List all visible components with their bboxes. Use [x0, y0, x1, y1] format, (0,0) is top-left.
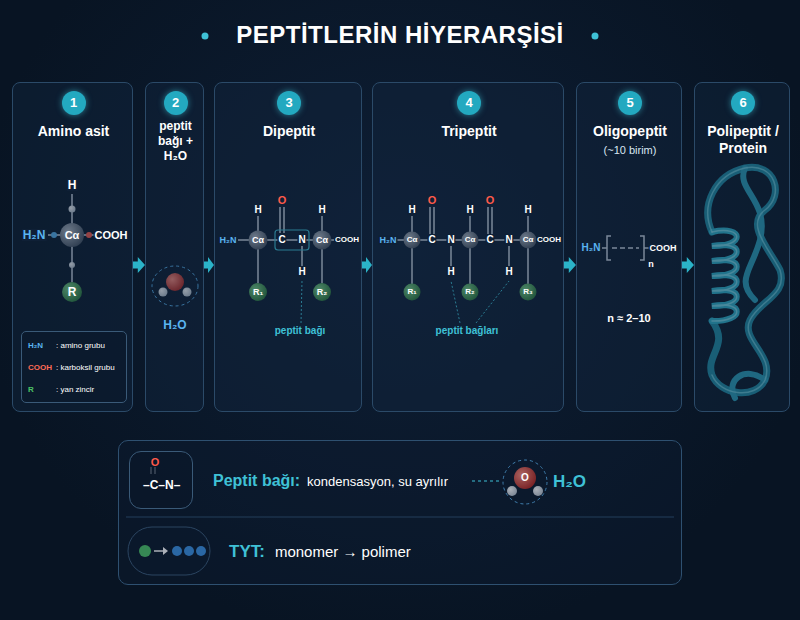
node-text: –C–N– — [143, 478, 180, 492]
chem-label: COOH — [334, 236, 360, 244]
chem-label: R₂ — [464, 288, 475, 296]
chem-label: R₃ — [522, 288, 533, 296]
chem-label: O — [277, 195, 288, 206]
chem-label: C — [485, 235, 494, 245]
node-text: R — [28, 385, 34, 395]
step-number: 2 — [164, 91, 188, 115]
chem-label: n — [647, 260, 655, 269]
chem-label: H₂N — [22, 229, 47, 241]
diagram-title: PEPTİTLERİN HİYERARŞİSİ — [0, 20, 800, 50]
chem-label: H — [465, 205, 474, 215]
bond-icon: O –C–N– — [129, 451, 193, 509]
chem-label: H — [523, 205, 532, 215]
chem-label: H — [253, 205, 262, 215]
node-text: O — [130, 456, 180, 468]
node-text: : yan zincir — [56, 385, 94, 395]
flow-arrow — [362, 257, 372, 273]
flow-arrow — [564, 257, 576, 273]
stage-panel: Tripeptit 4 — [372, 82, 564, 412]
chem-label: C — [277, 235, 286, 245]
node-text: Polipeptit / Protein — [698, 123, 788, 157]
chem-label: N — [297, 235, 306, 245]
chem-label: O — [520, 473, 530, 483]
node-text: 1 — [62, 91, 86, 115]
node-text: TYT: — [229, 542, 265, 562]
node-text: Dipeptit — [215, 123, 363, 140]
chem-label: peptit bağı — [274, 326, 327, 336]
flow-arrow — [133, 257, 145, 273]
chem-label: R₁ — [406, 288, 417, 296]
chem-label: O — [485, 195, 496, 206]
chem-label: Cα — [251, 236, 265, 245]
node-text: Peptit bağı: — [213, 472, 300, 490]
node-text: Amino asit — [13, 123, 134, 140]
key-box: H₂N : amino grubuCOOH : karboksil grubuR : … — [21, 331, 127, 403]
flow-arrow — [682, 257, 694, 273]
node-text: 2 — [164, 91, 188, 115]
chem-label: R₁ — [252, 288, 264, 297]
node-text: 5 — [618, 91, 642, 115]
chem-label: N — [446, 235, 455, 245]
chem-label: H — [446, 267, 455, 277]
chem-label: n ≈ 2–10 — [606, 313, 651, 324]
chem-label: Cα — [522, 236, 535, 244]
chem-label: C — [427, 235, 436, 245]
stage-panel: Amino asit1H₂N: amino grubuCOOH: karboks… — [12, 82, 133, 412]
node-text: (~10 birim) — [577, 144, 683, 157]
chem-label: R — [67, 286, 78, 298]
chem-label: H₂O — [162, 319, 187, 331]
node-text: : karboksil grubu — [56, 363, 115, 373]
chem-label: O — [427, 195, 438, 206]
chem-label: COOH — [536, 236, 562, 244]
step-number: 5 — [618, 91, 642, 115]
node-text: kondensasyon, su ayrılır — [307, 474, 448, 490]
node-text: Tripeptit — [373, 123, 565, 140]
chem-label: COOH — [94, 230, 129, 241]
node-text: peptit bağı + H₂O — [156, 119, 195, 164]
node-text: 6 — [731, 91, 755, 115]
step-number: 3 — [277, 91, 301, 115]
chem-label: H — [407, 205, 416, 215]
chem-label: peptit bağları — [435, 326, 500, 336]
chem-label: H₂N — [379, 236, 398, 245]
node-text: : amino grubu — [56, 341, 105, 351]
stage-panel: peptit bağı + H₂O 2 — [145, 82, 204, 412]
chem-label: H — [67, 179, 78, 191]
chem-label: H — [317, 205, 326, 215]
chem-label: Cα — [315, 236, 329, 245]
node-text: H₂O — [553, 472, 586, 492]
stage-panel: Polipeptit / Protein 6 — [694, 82, 790, 412]
chem-label: H — [297, 267, 306, 277]
chem-label: Cα — [406, 236, 419, 244]
chem-label: Cα — [64, 230, 81, 241]
chem-label: N — [504, 235, 513, 245]
node-text: monomer → polimer — [275, 543, 411, 561]
stage-panel: Dipeptit 3 — [214, 82, 362, 412]
step-number: 6 — [731, 91, 755, 115]
step-number: 1 — [62, 91, 86, 115]
step-number: 4 — [457, 91, 481, 115]
chem-label: H₂N — [581, 243, 602, 253]
chem-label: R₂ — [316, 288, 329, 297]
chem-label: H₂N — [219, 236, 238, 245]
chem-label: COOH — [649, 244, 678, 253]
flow-arrow — [204, 257, 214, 273]
node-text: 3 — [277, 91, 301, 115]
node-text: Oligopeptit — [577, 123, 683, 140]
chem-label: H — [504, 267, 513, 277]
node-text: 4 — [457, 91, 481, 115]
summary-box: Peptit bağı: kondensasyon, su ayrılır H₂O T… — [118, 440, 682, 585]
node-text: COOH — [28, 363, 52, 373]
node-text: H₂N — [28, 341, 43, 351]
chem-label: Cα — [464, 236, 477, 244]
